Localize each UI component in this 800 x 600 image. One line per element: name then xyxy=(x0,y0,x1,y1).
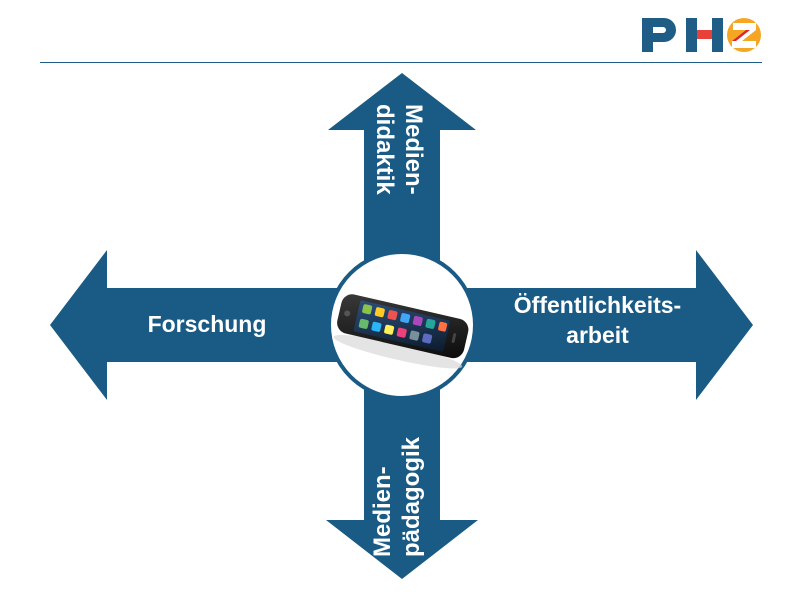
label-mediendidaktik: Medien- didaktik xyxy=(368,104,428,264)
logo-letter-h xyxy=(686,18,723,52)
smartphone-icon xyxy=(333,294,469,369)
logo-letter-p xyxy=(642,18,676,52)
phz-logo xyxy=(642,18,761,52)
label-oeffentlichkeitsarbeit: Öffentlichkeits- arbeit xyxy=(470,290,725,350)
label-medienpaedagogik-line1: Medien- xyxy=(369,466,396,557)
label-medienpaedagogik-line2: pädagogik xyxy=(398,436,425,557)
label-mediendidaktik-line2: didaktik xyxy=(371,104,398,195)
label-mediendidaktik-line1: Medien- xyxy=(400,104,427,195)
label-forschung: Forschung xyxy=(147,311,267,337)
header-divider xyxy=(40,62,762,63)
arrow-right xyxy=(455,250,753,400)
arrow-left xyxy=(50,250,345,400)
arrow-down xyxy=(326,380,478,579)
arrow-up xyxy=(328,73,476,270)
label-medienpaedagogik: Medien- pädagogik xyxy=(368,397,428,557)
logo-letter-z xyxy=(727,18,761,52)
label-oeffentlichkeitsarbeit-line2: arbeit xyxy=(566,322,629,348)
label-oeffentlichkeitsarbeit-line1: Öffentlichkeits- xyxy=(513,292,682,318)
